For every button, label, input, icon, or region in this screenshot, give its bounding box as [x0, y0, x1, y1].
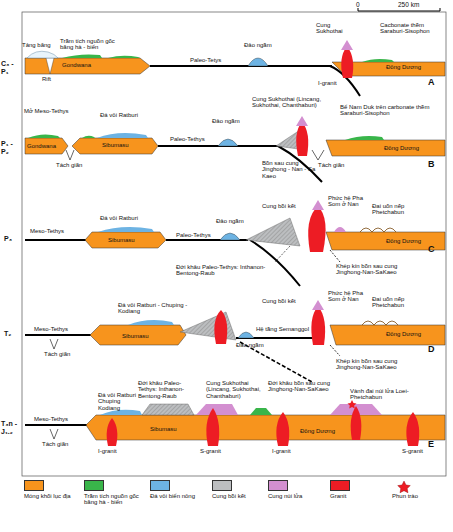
limestone-label: Đá vôi Ratburi Chuping Kodiang [98, 392, 140, 411]
complex-label: Phức hệ Pha Som ở Nan [328, 195, 366, 208]
legend-swatch [330, 480, 350, 491]
basin-label: Khép kín bồn sau cung Jinghong-Nan-SaKae… [336, 358, 411, 371]
legend-item: Cung núi lửa [268, 480, 326, 530]
complex-label: Phức hệ Pha Som ở Nan [328, 290, 366, 303]
limestone-label: Đá vôi Ratburi [100, 112, 138, 118]
frame [22, 12, 446, 476]
legend-text: Phun trào [392, 493, 448, 499]
block-label: Đông Dương [386, 331, 421, 337]
seamount-label: Đảo ngầm [236, 342, 264, 348]
granite-label: I-granit [98, 448, 117, 454]
seamount-label: Đảo ngầm [216, 218, 244, 224]
legend-text: Cung bồi kết [212, 493, 268, 499]
ice-label: Tảng băng [22, 42, 51, 48]
block-label: Đông Dương [386, 64, 421, 70]
arc-label: Cung Sukhothai (Lincang, Sukhothai, Chan… [252, 96, 324, 109]
scale-bar [358, 8, 440, 11]
block-label: Đông Dương [386, 238, 421, 244]
formation-label: Hệ tầng Semanggol [256, 326, 309, 332]
seamount-label: Đảo ngầm [212, 118, 240, 124]
suture-label: Đới khâu Paleo-Tethys: Inthanon-Bentong-… [176, 264, 286, 277]
suture-label: Đới khâu bồn sau cung Jinghong-Nan-SaKae… [268, 380, 332, 393]
panel-letter: B [428, 160, 435, 170]
arc-label: Cung bồi kết [262, 298, 296, 304]
block-label: Sibumasu [102, 142, 129, 148]
basin-label: Bể Nam Duk trên carbonate thềm Saraburi-… [340, 104, 430, 117]
block-label: Đông Dương [300, 428, 335, 434]
legend-swatch [84, 480, 104, 491]
ocean-label: Meso-Tethys [34, 416, 68, 422]
rift-label: Tách giãn [318, 162, 344, 168]
stage-label: C₃ - P₁ [1, 60, 21, 75]
panel-letter: E [428, 440, 434, 450]
legend-swatch [24, 480, 44, 491]
section-b [25, 116, 445, 182]
volcanic-belt-label: Vành đai núi lửa Loei-Phetchabun [350, 388, 418, 401]
fold-belt-label: Đai uốn nếp Phetchabun [372, 296, 427, 309]
legend-item: Cung bồi kết [212, 480, 270, 530]
block-label: Gondwana [62, 62, 91, 68]
block-label: Sibumasu [122, 333, 149, 339]
ocean-label: Paleo-Tethys [176, 232, 211, 238]
ocean-label: Paleo-Tethys [170, 136, 205, 142]
fold-belt-label: Đai uốn nếp Phetchabun [372, 203, 427, 216]
legend-swatch [268, 480, 288, 491]
rift-label: Tách giãn [44, 351, 70, 357]
legend-item: Đá vôi biển nông [150, 480, 208, 530]
rift-label: Tách giãn [42, 441, 68, 447]
suture-label: Đới khâu Paleo-Tethys: Inthanon-Bentong-… [138, 380, 200, 399]
block-label: Sibumasu [150, 426, 177, 432]
block-label: Sibumasu [108, 237, 135, 243]
basin-label: Khép kín bồn sau cung Jinghong-Nan-SaKae… [336, 263, 411, 276]
scale-value: 250 km [398, 1, 419, 8]
stage-label: T₃n - J₁.₂ [1, 420, 21, 435]
ocean-label: Paleo-Tetys [190, 57, 221, 63]
granite-label: S-granit [402, 448, 423, 454]
ocean-label: Meso-Tethys [34, 326, 68, 332]
ocean-label: Meso-Tethys [30, 228, 64, 234]
legend-text: Móng khối lục địa [24, 493, 80, 499]
legend-item: Móng khối lục địa [24, 480, 82, 530]
panel-letter: A [428, 78, 435, 88]
section-d [25, 300, 445, 382]
arc-label: Cung Sukhothai [316, 22, 356, 35]
rift-label: Rift [42, 76, 51, 82]
arc-label: Cung bồi kết [262, 203, 296, 209]
legend-item: Trầm tích nguồn gốc băng hà - biển [84, 480, 142, 530]
legend-item: Phun trào [392, 480, 450, 530]
legend-text: Đá vôi biển nông [150, 493, 206, 499]
panel-letter: D [428, 345, 435, 355]
arc-label: Cung Sukhothai (Lincang, Sukhothai, Chan… [206, 380, 264, 399]
rift-label: Mở Meso-Tethys [24, 108, 69, 114]
block-label: Gondwana [27, 143, 56, 149]
granite-label: I-granit [318, 80, 337, 86]
legend-item: Granit [330, 480, 388, 530]
block-label: Đông Dương [384, 145, 419, 151]
legend-text: Cung núi lửa [268, 493, 324, 499]
legend-swatch [212, 480, 232, 491]
sediment-label: Trầm tích nguồn gốc băng hà - biển [60, 38, 122, 51]
eruption-symbol [398, 481, 411, 493]
stage-label: P₃ [4, 235, 22, 243]
stage-label: T₂ [4, 330, 22, 338]
legend-swatch [150, 480, 170, 491]
stage-label: P₁ - P₂ [1, 140, 21, 155]
seamount-label: Đảo ngầm [244, 42, 272, 48]
granite-label: S-granit [200, 448, 221, 454]
limestone-label: Đá vôi Ratburi - Chuping - Kodiang [118, 302, 198, 315]
scale-value: 0 [356, 1, 360, 8]
limestone-label: Đá vôi Ratburi [100, 215, 138, 221]
legend-text: Granit [330, 493, 386, 499]
section-e [25, 400, 445, 446]
rift-label: Tách giãn [56, 162, 82, 168]
basin-label: Bồn sau cung Jinghong - Nan - Sa Kaeo [262, 160, 322, 179]
section-c [25, 200, 445, 286]
panel-letter: C [428, 245, 435, 255]
granite-label: I-granit [272, 448, 291, 454]
legend-text: Trầm tích nguồn gốc băng hà - biển [84, 493, 140, 506]
carbonate-label: Cacbonate thềm Saraburi-Sisophon [380, 22, 442, 35]
